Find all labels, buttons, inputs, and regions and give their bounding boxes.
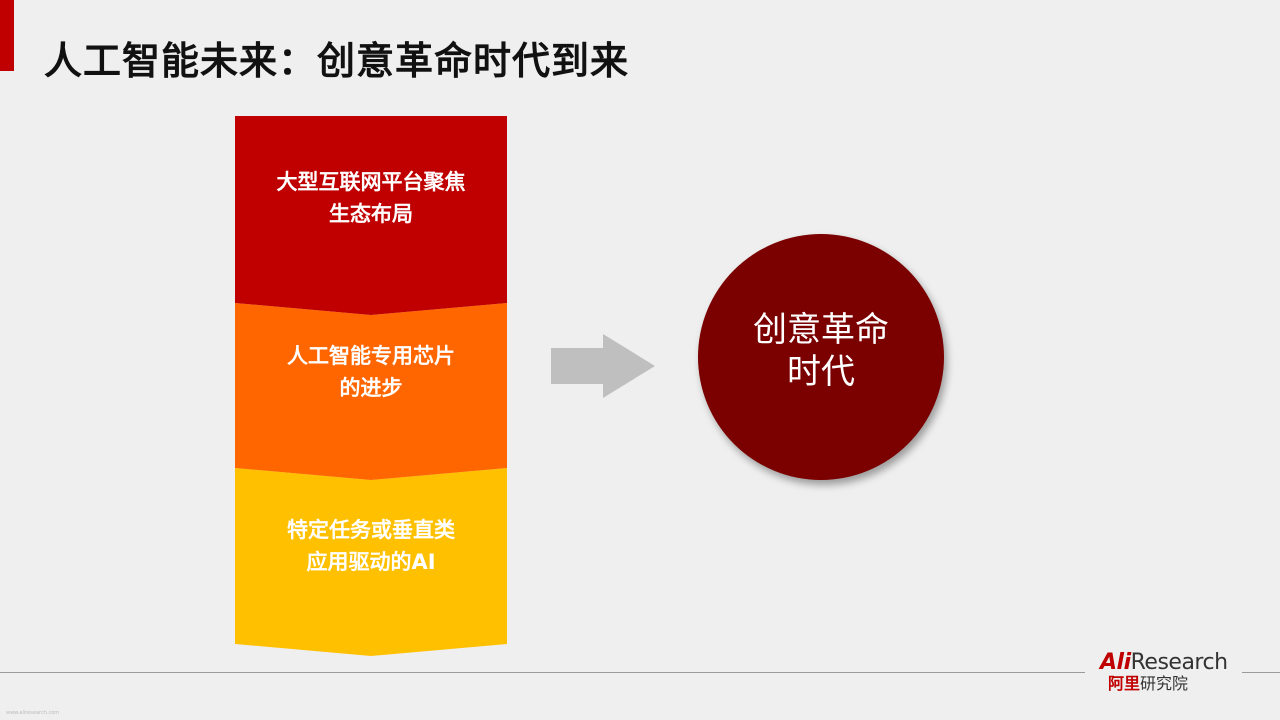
result-line-1: 创意革命 [753, 310, 889, 350]
step-1-line-2: 生态布局 [329, 202, 413, 226]
step-label-chip: 人工智能专用芯片 的进步 [235, 340, 507, 404]
page-title: 人工智能未来：创意革命时代到来 [44, 39, 630, 83]
result-line-2: 时代 [787, 352, 855, 392]
step-2-line-1: 人工智能专用芯片 [287, 344, 455, 368]
step-2-line-2: 的进步 [339, 376, 403, 400]
logo-research-text: Research [1130, 650, 1228, 675]
footer-divider-left [0, 672, 1085, 673]
chevron-process-stack: 大型互联网平台聚焦 生态布局 人工智能专用芯片 的进步 特定任务或垂直类 应用驱… [235, 116, 507, 656]
step-2-shape [235, 303, 507, 480]
step-1-line-1: 大型互联网平台聚焦 [276, 170, 466, 194]
logo-cn-institute: 研究院 [1140, 674, 1189, 693]
step-label-vertical-ai: 特定任务或垂直类 应用驱动的AI [235, 514, 507, 578]
step-label-platform: 大型互联网平台聚焦 生态布局 [235, 166, 507, 230]
logo-cn-ali: 阿里 [1108, 674, 1141, 693]
step-3-line-1: 特定任务或垂直类 [287, 518, 455, 542]
watermark: www.aliresearch.com [6, 710, 60, 716]
logo-ali-text: Ali [1100, 650, 1131, 675]
result-circle: 创意革命 时代 [698, 234, 944, 480]
chevron-shapes [235, 116, 507, 656]
right-arrow-icon [551, 334, 655, 398]
footer-divider-right [1242, 672, 1280, 673]
title-accent-bar [0, 0, 14, 71]
step-3-shape [235, 116, 507, 315]
aliresearch-logo: AliResearch 阿里研究院 [1100, 651, 1240, 693]
step-3-line-2: 应用驱动的AI [306, 550, 436, 574]
step-1-shape [235, 468, 507, 656]
